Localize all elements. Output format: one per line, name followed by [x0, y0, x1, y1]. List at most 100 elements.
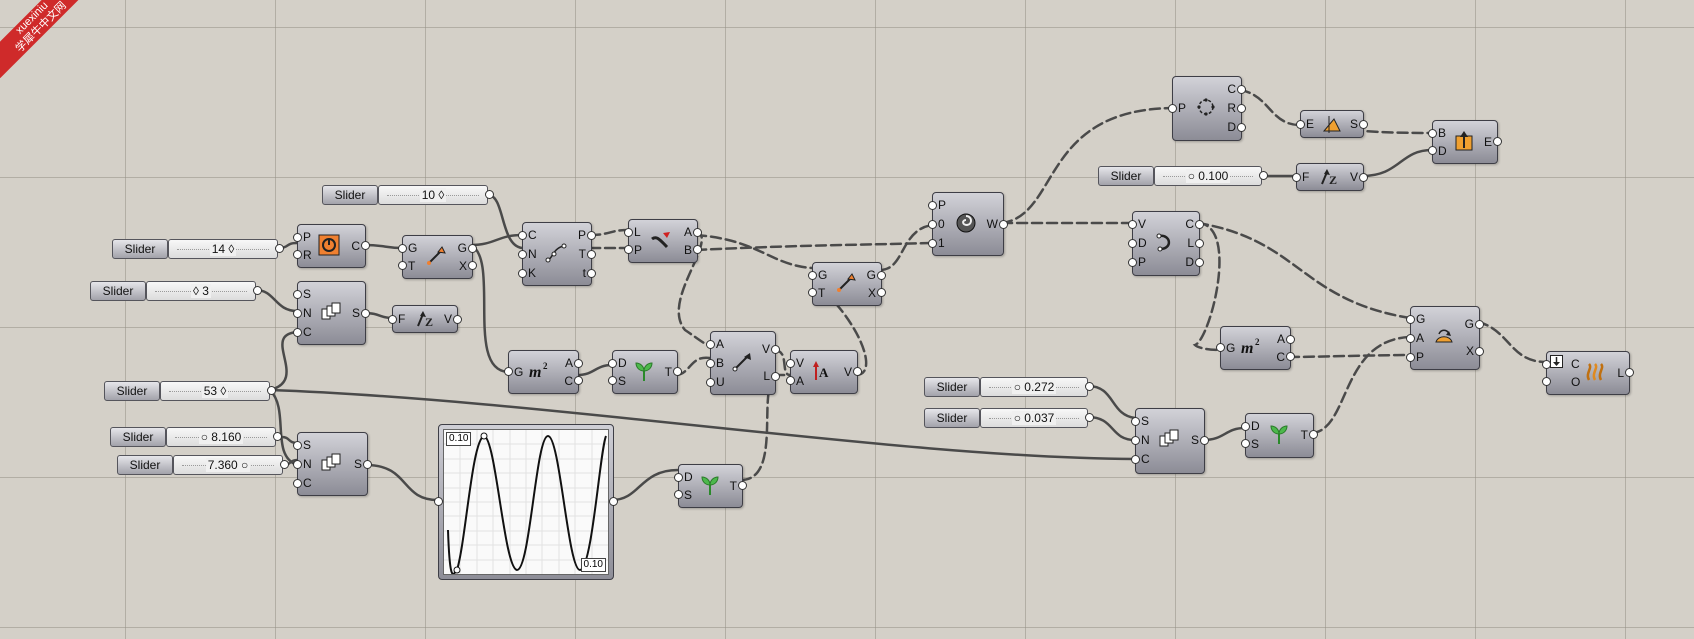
output-grip[interactable] [267, 386, 276, 395]
input-grip[interactable] [293, 328, 302, 337]
output-grip[interactable] [574, 359, 583, 368]
output-grip[interactable] [1195, 220, 1204, 229]
input-grip[interactable] [1542, 377, 1551, 386]
input-grip[interactable] [1428, 146, 1437, 155]
output-grip[interactable] [361, 309, 370, 318]
output-grip[interactable] [1359, 120, 1368, 129]
input-grip[interactable] [624, 228, 633, 237]
input-grip[interactable] [1241, 439, 1250, 448]
input-grip[interactable] [293, 441, 302, 450]
output-grip[interactable] [738, 481, 747, 490]
input-grip[interactable] [1131, 436, 1140, 445]
output-grip[interactable] [1259, 171, 1268, 180]
graph-plot[interactable]: 0.10 0.10 [443, 429, 609, 576]
output-grip[interactable] [999, 220, 1008, 229]
output-grip[interactable] [1200, 436, 1209, 445]
output-grip[interactable] [587, 231, 596, 240]
input-grip[interactable] [1128, 258, 1137, 267]
input-grip[interactable] [398, 244, 407, 253]
output-grip[interactable] [693, 228, 702, 237]
input-grip[interactable] [518, 269, 527, 278]
input-grip[interactable] [808, 288, 817, 297]
slider-track[interactable]: 53 ◊ [160, 381, 270, 401]
output-grip[interactable] [468, 261, 477, 270]
input-grip[interactable] [1296, 120, 1305, 129]
slider-track[interactable]: 14 ◊ [168, 239, 278, 259]
weave-component[interactable]: P 0 1 W [928, 192, 1008, 256]
output-grip[interactable] [1237, 123, 1246, 132]
output-grip[interactable] [453, 315, 462, 324]
input-grip[interactable] [1168, 104, 1177, 113]
input-grip[interactable] [1241, 422, 1250, 431]
move-component[interactable]: G T G X [808, 262, 886, 306]
output-grip[interactable] [1309, 430, 1318, 439]
slider-14[interactable]: Slider 14 ◊ [112, 239, 284, 259]
slider-0272[interactable]: Slider ○ 0.272 [924, 377, 1094, 397]
input-grip[interactable] [1128, 220, 1137, 229]
output-grip[interactable] [1359, 173, 1368, 182]
slider-track[interactable]: ◊ 3 [146, 281, 256, 301]
output-grip[interactable] [1237, 104, 1246, 113]
input-grip[interactable] [518, 231, 527, 240]
evaluate-component[interactable]: E S [1296, 110, 1368, 138]
input-grip[interactable] [674, 473, 683, 482]
slider-3[interactable]: Slider ◊ 3 [90, 281, 262, 301]
graft-component[interactable]: D S T [608, 350, 682, 394]
series-component[interactable]: S N C S [293, 281, 370, 345]
output-grip[interactable] [361, 241, 370, 250]
vector-2pt-component[interactable]: A B U V L [706, 331, 780, 395]
input-grip[interactable] [1292, 173, 1301, 182]
output-grip[interactable] [609, 497, 618, 506]
input-grip[interactable] [928, 239, 937, 248]
unit-z-component[interactable]: F V Z [1292, 163, 1368, 191]
slider-8160[interactable]: Slider ○ 8.160 [110, 427, 282, 447]
extrude-component[interactable]: B D E [1428, 120, 1502, 164]
move-component[interactable]: G T G X [398, 235, 477, 279]
input-grip[interactable] [1131, 417, 1140, 426]
input-grip[interactable] [293, 290, 302, 299]
output-grip[interactable] [1475, 320, 1484, 329]
input-grip[interactable] [928, 201, 937, 210]
output-grip[interactable] [273, 432, 282, 441]
input-grip[interactable] [293, 233, 302, 242]
slider-track[interactable]: ○ 8.160 [166, 427, 276, 447]
graph-mapper[interactable]: 0.10 0.10 [434, 424, 618, 580]
output-grip[interactable] [485, 190, 494, 199]
slider-53[interactable]: Slider 53 ◊ [104, 381, 276, 401]
output-grip[interactable] [468, 244, 477, 253]
slider-0100[interactable]: Slider ○ 0.100 [1098, 166, 1268, 186]
slider-track[interactable]: ○ 0.100 [1154, 166, 1262, 186]
input-grip[interactable] [706, 359, 715, 368]
circle-component[interactable]: P R C [293, 224, 370, 268]
input-grip[interactable] [808, 271, 817, 280]
output-grip[interactable] [853, 367, 862, 376]
output-grip[interactable] [1286, 335, 1295, 344]
unit-z-component[interactable]: F V Z [388, 305, 462, 333]
input-grip[interactable] [518, 250, 527, 259]
output-grip[interactable] [1085, 382, 1094, 391]
line-component[interactable]: L P A B [624, 219, 702, 263]
input-grip[interactable] [786, 376, 795, 385]
polygon-component[interactable]: P C R D [1168, 76, 1246, 141]
output-grip[interactable] [1493, 137, 1502, 146]
series-component[interactable]: S N C S [1131, 408, 1209, 474]
output-grip[interactable] [587, 250, 596, 259]
output-grip[interactable] [877, 271, 886, 280]
input-grip[interactable] [1406, 353, 1415, 362]
slider-7360[interactable]: Slider 7.360 ○ [117, 455, 289, 475]
series-component[interactable]: S N C S [293, 432, 372, 496]
output-grip[interactable] [1195, 258, 1204, 267]
loft-component[interactable]: C O L [1542, 351, 1634, 395]
output-grip[interactable] [1475, 347, 1484, 356]
input-grip[interactable] [674, 490, 683, 499]
input-grip[interactable] [293, 250, 302, 259]
input-grip[interactable] [706, 378, 715, 387]
output-grip[interactable] [673, 367, 682, 376]
output-grip[interactable] [1085, 413, 1094, 422]
input-grip[interactable] [293, 309, 302, 318]
output-grip[interactable] [1286, 352, 1295, 361]
input-grip[interactable] [624, 245, 633, 254]
output-grip[interactable] [275, 244, 284, 253]
input-grip[interactable] [706, 340, 715, 349]
